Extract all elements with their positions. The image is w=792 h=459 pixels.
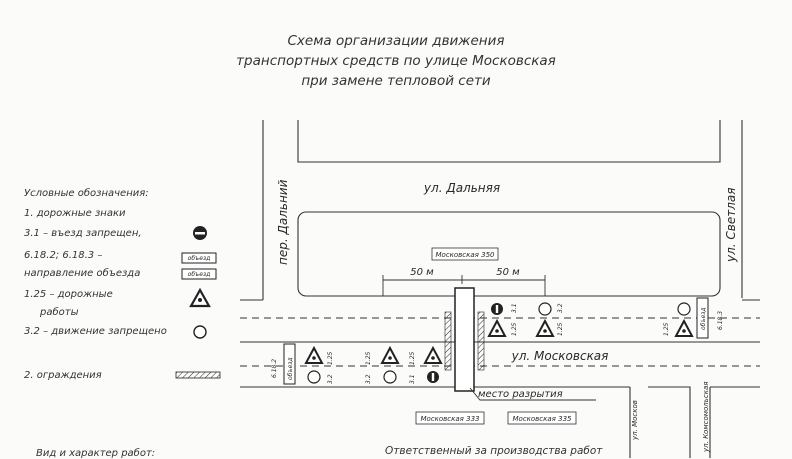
sign-group-upper-far: 3.2 1.25 bbox=[535, 302, 564, 337]
fence-left bbox=[444, 311, 452, 371]
title-line-2: транспортных средств по улице Московская bbox=[236, 53, 556, 69]
svg-text:объезд: объезд bbox=[188, 271, 211, 278]
svg-text:Московская 350: Московская 350 bbox=[436, 251, 496, 259]
street-dalnyaya: ул. Дальняя bbox=[423, 181, 500, 195]
street-komsomolskaya: ул. Комсомольская bbox=[702, 382, 710, 453]
legend-sign-32: 3.2 – движение запрещено bbox=[24, 326, 167, 337]
dim-right: 50 м bbox=[496, 267, 520, 278]
svg-text:3.2: 3.2 bbox=[327, 374, 334, 384]
svg-text:Московская 333: Московская 333 bbox=[421, 415, 480, 423]
legend-symbol-6183: объезд bbox=[181, 268, 217, 280]
street-dalniy: пер. Дальний bbox=[276, 179, 290, 265]
street-moskovskaya: ул. Московская bbox=[511, 349, 609, 363]
svg-text:3.2: 3.2 bbox=[365, 374, 372, 384]
svg-text:объезд: объезд bbox=[700, 307, 707, 330]
street-svetlaya: ул. Светлая bbox=[724, 188, 738, 263]
sign-group-upper-near: 3.1 1.25 bbox=[487, 303, 518, 337]
svg-text:Московская 335: Московская 335 bbox=[513, 415, 573, 423]
building-335: Московская 335 bbox=[507, 411, 577, 425]
svg-text:6.18.2: 6.18.2 bbox=[271, 359, 278, 378]
sign-group-lower-left: объезд 6.18.2 1.25 3.2 bbox=[271, 343, 334, 385]
legend-sign-125: 1.25 – дорожные bbox=[24, 289, 113, 300]
legend-symbol-fence bbox=[175, 371, 221, 379]
svg-text:1.25: 1.25 bbox=[663, 322, 670, 336]
footer-left: Вид и характер работ: bbox=[36, 448, 156, 459]
legend-sign-125b: работы bbox=[40, 307, 79, 318]
title-line-3: при замене тепловой сети bbox=[301, 73, 491, 89]
svg-text:3.2: 3.2 bbox=[557, 303, 564, 313]
footer-right: Ответственный за производства работ bbox=[385, 445, 603, 457]
sign-group-upper-right: 1.25 объезд 6.18.3 bbox=[663, 297, 724, 339]
svg-text:6.18.3: 6.18.3 bbox=[717, 311, 724, 330]
svg-text:1.25: 1.25 bbox=[409, 351, 416, 365]
svg-text:место разрытия: место разрытия bbox=[478, 389, 563, 400]
legend-section-fence: 2. ограждения bbox=[24, 370, 102, 381]
legend-symbol-31 bbox=[193, 226, 207, 240]
sign-group-lower-mid: 1.25 3.2 bbox=[365, 345, 400, 384]
legend-sign-31: 3.1 – въезд запрещен, bbox=[24, 228, 142, 239]
legend-symbol-6182: объезд bbox=[181, 252, 217, 264]
svg-text:3.1: 3.1 bbox=[409, 374, 416, 384]
street-moskov-small: ул. Москов bbox=[631, 400, 639, 441]
svg-text:1.25: 1.25 bbox=[327, 351, 334, 365]
svg-text:1.25: 1.25 bbox=[557, 322, 564, 336]
legend-heading: Условные обозначения: bbox=[24, 188, 149, 199]
sign-group-lower-near: 1.25 3.1 bbox=[409, 345, 443, 384]
title-line-1: Схема организации движения bbox=[287, 33, 505, 49]
excavation-area bbox=[454, 287, 475, 392]
fence-right bbox=[477, 311, 485, 371]
road-network bbox=[240, 120, 760, 458]
legend-sign-618b: направление объезда bbox=[24, 268, 141, 279]
dimension-lines bbox=[382, 275, 546, 296]
svg-text:3.1: 3.1 bbox=[511, 303, 518, 313]
legend-symbol-32 bbox=[193, 325, 207, 339]
building-333: Московская 333 bbox=[415, 411, 485, 425]
legend-sign-618: 6.18.2; 6.18.3 – bbox=[24, 250, 103, 261]
dim-left: 50 м bbox=[410, 267, 434, 278]
building-350: Московская 350 bbox=[431, 247, 499, 261]
svg-text:1.25: 1.25 bbox=[365, 351, 372, 365]
svg-text:1.25: 1.25 bbox=[511, 322, 518, 336]
lane-markings bbox=[240, 317, 760, 367]
legend-section-signs: 1. дорожные знаки bbox=[24, 208, 126, 219]
excavation-leader: место разрытия bbox=[469, 387, 596, 401]
legend-symbol-125 bbox=[189, 287, 211, 308]
svg-text:объезд: объезд bbox=[188, 255, 211, 262]
svg-text:объезд: объезд bbox=[287, 357, 294, 380]
